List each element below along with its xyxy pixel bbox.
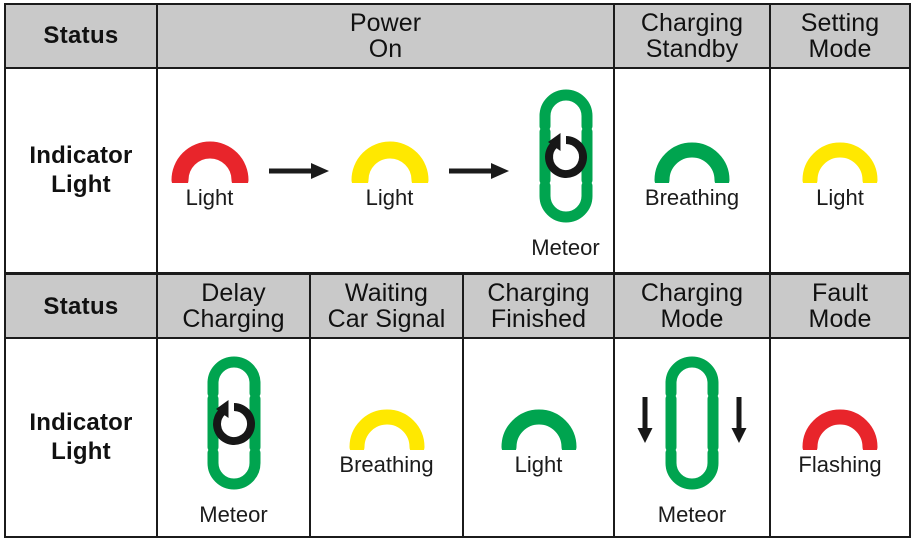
header-fault-mode: Fault Mode [769, 272, 911, 340]
header-row-2: Status Delay Charging Waiting Car Signal… [4, 272, 911, 340]
indicator-sequence: Meteor [158, 339, 309, 536]
indicator-sequence: Breathing [615, 69, 769, 272]
rotate-icon [212, 400, 255, 446]
indicator-sequence: Breathing [311, 339, 462, 536]
stage-caption: Light [185, 184, 234, 210]
arc-icon [799, 133, 881, 183]
indicator-sequence: Light [158, 69, 613, 272]
header-line-2: Standby [645, 35, 739, 63]
header-power-on: Power On [156, 3, 615, 69]
cell-power-on-indicator: Light [156, 67, 615, 274]
stage-caption: Meteor [199, 502, 268, 528]
arrow-down-right-icon [731, 397, 747, 444]
indicator-sequence: Light [771, 69, 909, 272]
arrow-right-icon [268, 161, 331, 181]
cell-setting-mode-indicator: Light [769, 67, 911, 274]
stage-green-meteor-flow: Meteor [628, 349, 756, 526]
cell-charging-standby-indicator: Breathing [613, 67, 771, 274]
stage-green-meteor: Meteor [529, 82, 603, 259]
stage-caption: Breathing [339, 451, 434, 477]
cell-delay-charging-indicator: Meteor [156, 337, 311, 538]
row-label-line-2: Light [51, 170, 111, 198]
header-line-2: On [368, 35, 403, 63]
indicator-sequence: Meteor [615, 339, 769, 536]
header-line-1: Fault [811, 278, 869, 307]
row-label-line-1: Indicator [29, 142, 133, 170]
cell-charging-mode-indicator: Meteor [613, 337, 771, 538]
stage-yellow-breathing: Breathing [339, 400, 434, 477]
stage-caption: Meteor [531, 235, 600, 260]
row-label-line-2: Light [51, 437, 111, 465]
arc-icon [498, 400, 580, 450]
stage-arrow-1 [268, 161, 331, 181]
header-setting-mode: Setting Mode [769, 3, 911, 69]
row-label-indicator-light-1: Indicator Light [4, 67, 158, 274]
meteor-capsule-icon [197, 349, 271, 499]
header-waiting-car-signal: Waiting Car Signal [309, 272, 464, 340]
arrow-down-left-icon [637, 397, 653, 444]
header-line-2: Mode [660, 305, 724, 334]
stage-yellow-light: Light [349, 133, 431, 209]
stage-red-light: Light [169, 133, 251, 209]
cell-fault-mode-indicator: Flashing [769, 337, 911, 538]
arc-icon [346, 400, 428, 450]
stage-caption: Flashing [798, 451, 882, 477]
header-delay-charging: Delay Charging [156, 272, 311, 340]
arc-icon [349, 133, 431, 183]
stage-caption: Light [365, 184, 414, 210]
stage-red-flashing: Flashing [798, 400, 882, 477]
row-label-indicator-light-2: Indicator Light [4, 337, 158, 538]
row-label-line-1: Indicator [29, 409, 133, 437]
header-row-1: Status Power On Charging Standby Setting… [4, 3, 911, 69]
indicator-sequence: Light [464, 339, 613, 536]
status-table-1: Status Power On Charging Standby Setting… [4, 3, 911, 274]
header-line-1: Charging [640, 8, 744, 37]
arc-icon [169, 133, 251, 183]
cell-waiting-car-signal-indicator: Breathing [309, 337, 464, 538]
stage-yellow-light: Light [799, 133, 881, 209]
stage-caption: Light [514, 451, 563, 477]
header-line-2: Mode [808, 35, 872, 63]
stage-caption: Meteor [657, 502, 727, 528]
header-status-2: Status [4, 272, 158, 340]
cell-charging-finished-indicator: Light [462, 337, 615, 538]
header-charging-standby: Charging Standby [613, 3, 771, 69]
header-line-1: Setting [800, 8, 880, 37]
arrow-right-icon [448, 161, 511, 181]
meteor-capsule-flow-icon [628, 349, 756, 499]
stage-caption: Light [816, 184, 864, 210]
stage-green-light: Light [498, 400, 580, 476]
header-line-2: Mode [808, 305, 872, 334]
body-row-1: Indicator Light Light [4, 67, 911, 274]
meteor-capsule-icon [529, 82, 603, 232]
stage-green-breathing: Breathing [645, 133, 739, 209]
stage-green-meteor: Meteor [197, 349, 271, 526]
arc-icon [651, 133, 733, 183]
header-charging-finished: Charging Finished [462, 272, 615, 340]
header-line-2: Car Signal [327, 305, 446, 334]
header-line-2: Charging [182, 305, 285, 334]
header-line-2: Finished [490, 305, 587, 334]
header-line-1: Waiting [344, 278, 429, 307]
header-line-1: Delay [201, 278, 266, 307]
rotate-icon [544, 133, 587, 178]
arc-icon [799, 400, 881, 450]
header-charging-mode: Charging Mode [613, 272, 771, 340]
body-row-2: Indicator Light [4, 337, 911, 538]
header-line-1: Charging [487, 278, 590, 307]
header-status-1: Status [4, 3, 158, 69]
stage-caption: Breathing [644, 184, 740, 210]
status-table-2: Status Delay Charging Waiting Car Signal… [4, 272, 911, 538]
stage-arrow-2 [448, 161, 511, 181]
indicator-sequence: Flashing [771, 339, 909, 536]
header-line-1: Charging [640, 278, 744, 307]
header-line-1: Power [349, 8, 422, 37]
